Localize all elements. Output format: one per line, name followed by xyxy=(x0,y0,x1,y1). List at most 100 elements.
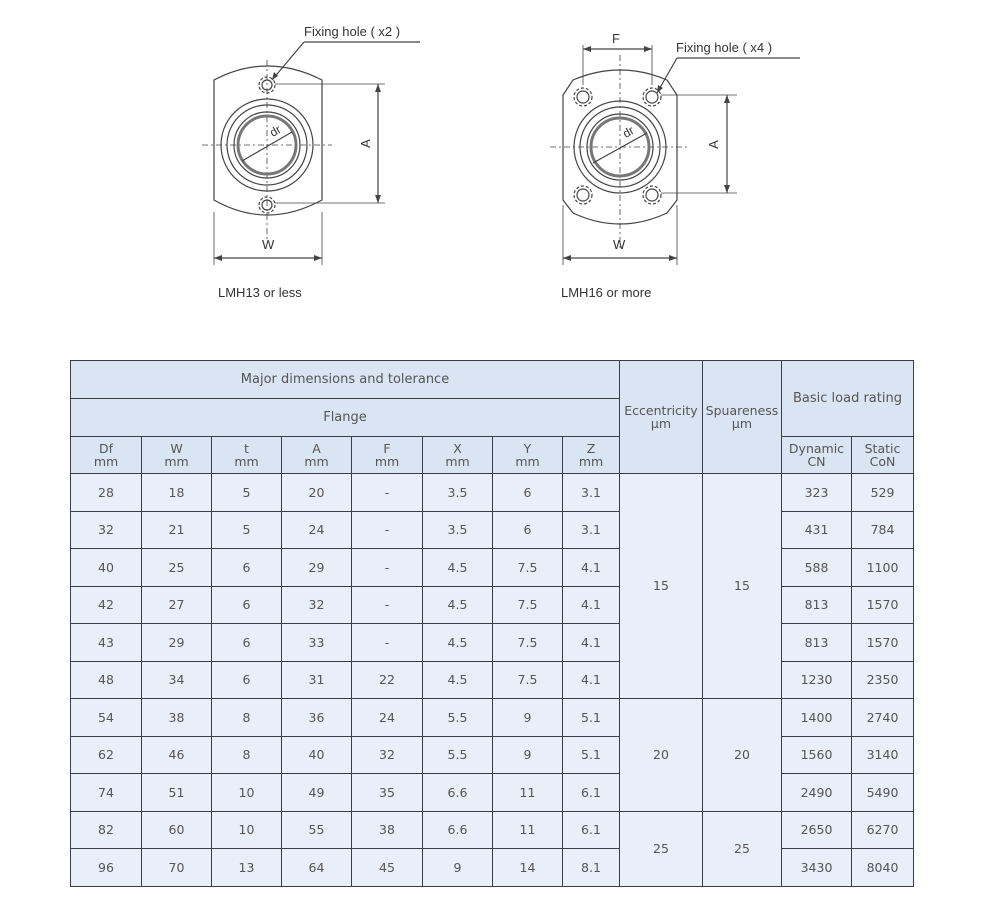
cell-y: 9 xyxy=(492,735,563,774)
cell-z: 4.1 xyxy=(562,660,620,699)
cell-y: 6 xyxy=(492,473,563,512)
cell-static: 2740 xyxy=(851,698,914,737)
cell-f: 32 xyxy=(351,735,423,774)
cell-z: 6.1 xyxy=(562,773,620,812)
cell-f: 22 xyxy=(351,660,423,699)
dim-label-a: A xyxy=(357,139,373,148)
cell-z: 5.1 xyxy=(562,698,620,737)
header-basic-load-rating: Basic load rating xyxy=(781,360,914,437)
cell-a: 32 xyxy=(281,585,352,624)
header-eccentricity: Eccentricity µm xyxy=(619,360,703,474)
col-unit: mm xyxy=(164,454,189,469)
cell-z: 5.1 xyxy=(562,735,620,774)
cell-t: 10 xyxy=(211,810,282,849)
cell-static: 2350 xyxy=(851,660,914,699)
cell-df: 43 xyxy=(70,623,142,662)
cell-y: 14 xyxy=(492,848,563,887)
cell-w: 60 xyxy=(141,810,212,849)
cell-static: 3140 xyxy=(851,735,914,774)
col-unit: mm xyxy=(304,454,329,469)
cell-y: 7.5 xyxy=(492,548,563,587)
cell-x: 4.5 xyxy=(422,585,493,624)
cell-dynamic: 3430 xyxy=(781,848,852,887)
col-name: A xyxy=(312,440,321,456)
header-squareness-unit: µm xyxy=(731,416,753,431)
col-unit: CoN xyxy=(869,454,896,469)
cell-df: 42 xyxy=(70,585,142,624)
col-unit: mm xyxy=(93,454,119,469)
cell-static: 1570 xyxy=(851,623,914,662)
cell-df: 32 xyxy=(70,510,142,549)
fixing-hole-callout: Fixing hole ( x4 ) xyxy=(676,40,773,55)
cell-dynamic: 323 xyxy=(781,473,852,512)
header-eccentricity-unit: µm xyxy=(650,416,672,431)
dim-label-f: F xyxy=(612,31,620,46)
cell-squareness: 20 xyxy=(702,698,782,812)
cell-dynamic: 2650 xyxy=(781,810,852,849)
cell-t: 10 xyxy=(211,773,282,812)
col-name: t xyxy=(244,440,249,456)
cell-df: 82 xyxy=(70,810,142,849)
cell-static: 784 xyxy=(851,510,914,549)
cell-eccentricity: 25 xyxy=(619,810,703,887)
cell-t: 5 xyxy=(211,473,282,512)
cell-w: 25 xyxy=(141,548,212,587)
cell-f: - xyxy=(351,548,423,587)
cell-f: - xyxy=(351,510,423,549)
flange-two-hole-icon xyxy=(202,41,420,265)
drawing-lmh13: Fixing hole ( x2 ) A W dr xyxy=(200,20,440,310)
cell-df: 96 xyxy=(70,848,142,887)
cell-static: 1570 xyxy=(851,585,914,624)
cell-w: 27 xyxy=(141,585,212,624)
cell-squareness: 25 xyxy=(702,810,782,887)
cell-f: 24 xyxy=(351,698,423,737)
cell-w: 38 xyxy=(141,698,212,737)
cell-t: 6 xyxy=(211,660,282,699)
col-name: Z xyxy=(586,440,596,456)
cell-t: 6 xyxy=(211,585,282,624)
cell-static: 6270 xyxy=(851,810,914,849)
cell-static: 1100 xyxy=(851,548,914,587)
col-name: Static xyxy=(864,440,901,456)
header-flange: Flange xyxy=(70,398,620,437)
cell-dynamic: 1230 xyxy=(781,660,852,699)
cell-static: 5490 xyxy=(851,773,914,812)
cell-z: 3.1 xyxy=(562,473,620,512)
cell-a: 24 xyxy=(281,510,352,549)
cell-z: 8.1 xyxy=(562,848,620,887)
cell-df: 74 xyxy=(70,773,142,812)
cell-w: 21 xyxy=(141,510,212,549)
dim-label-a: A xyxy=(705,140,721,149)
dim-label-w: W xyxy=(613,237,626,252)
col-unit: mm xyxy=(578,454,604,469)
col-name: F xyxy=(383,440,391,456)
cell-t: 5 xyxy=(211,510,282,549)
cell-a: 36 xyxy=(281,698,352,737)
cell-t: 6 xyxy=(211,623,282,662)
cell-dynamic: 813 xyxy=(781,585,852,624)
cell-x: 4.5 xyxy=(422,660,493,699)
cell-z: 4.1 xyxy=(562,548,620,587)
flange-four-hole-icon xyxy=(550,45,800,265)
cell-w: 70 xyxy=(141,848,212,887)
cell-a: 29 xyxy=(281,548,352,587)
cell-t: 6 xyxy=(211,548,282,587)
cell-dynamic: 431 xyxy=(781,510,852,549)
col-unit: mm xyxy=(445,454,470,469)
cell-dynamic: 2490 xyxy=(781,773,852,812)
cell-f: - xyxy=(351,473,423,512)
cell-f: 35 xyxy=(351,773,423,812)
